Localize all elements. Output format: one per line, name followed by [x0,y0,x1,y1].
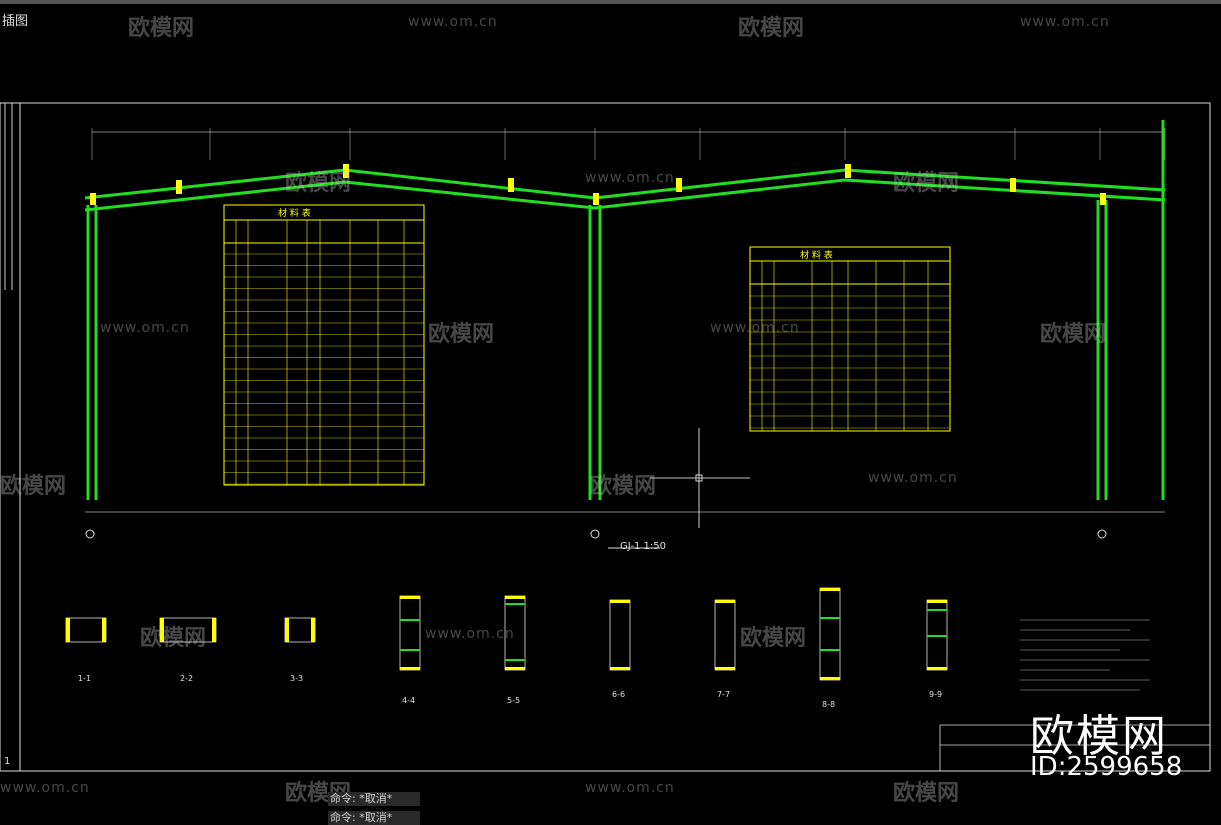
watermark-brand: 欧模网 [740,626,807,651]
watermark-id: ID:2599658 [1030,752,1183,782]
table1-title: 材 料 表 [278,209,311,219]
section-label: 8-8 [822,700,836,709]
frame-label: GJ-1 1:50 [620,541,666,552]
section-label: 3-3 [290,674,304,683]
section-label: 4-4 [402,696,416,705]
section-label: 6-6 [612,690,626,699]
watermark-brand: 欧模网 [128,16,195,41]
watermark-brand: 欧模网 [0,474,67,499]
watermark-url: www.om.cn [1020,14,1110,30]
watermark-brand: 欧模网 [893,171,960,196]
window-title-fragment: 插图 [2,14,29,29]
watermark-big-brand: 欧模网 [1030,711,1168,762]
notes-block [1020,619,1150,691]
watermark-brand: 欧模网 [590,474,657,499]
drawing-border [19,102,1211,772]
watermark-url: www.om.cn [425,626,515,642]
watermark-url: www.om.cn [868,470,958,486]
section-label: 5-5 [507,696,521,705]
watermark-brand: 欧模网 [285,171,352,196]
watermark-brand: 欧模网 [893,781,960,806]
section-details [65,587,948,681]
watermark-brand: 欧模网 [1040,322,1107,347]
material-table-2 [749,246,951,432]
section-label: 9-9 [929,690,943,699]
watermark-url: www.om.cn [585,780,675,796]
watermark-url: www.om.cn [408,14,498,30]
section-label: 2-2 [180,674,194,683]
watermark-brand: 欧模网 [140,626,207,651]
watermark-url: www.om.cn [0,780,90,796]
command-line-input[interactable]: 命令: *取消* [328,811,420,825]
material-table-1 [223,204,425,486]
watermark-url: www.om.cn [710,320,800,336]
watermark-url: www.om.cn [585,170,675,186]
watermark-brand: 欧模网 [738,16,805,41]
table2-title: 材 料 表 [800,251,833,261]
left-marker: 1 [4,756,11,767]
section-label: 1-1 [78,674,92,683]
section-label: 7-7 [717,690,731,699]
watermark-url: www.om.cn [100,320,190,336]
watermark-brand: 欧模网 [428,322,495,347]
command-line-history: 命令: *取消* [328,792,420,806]
